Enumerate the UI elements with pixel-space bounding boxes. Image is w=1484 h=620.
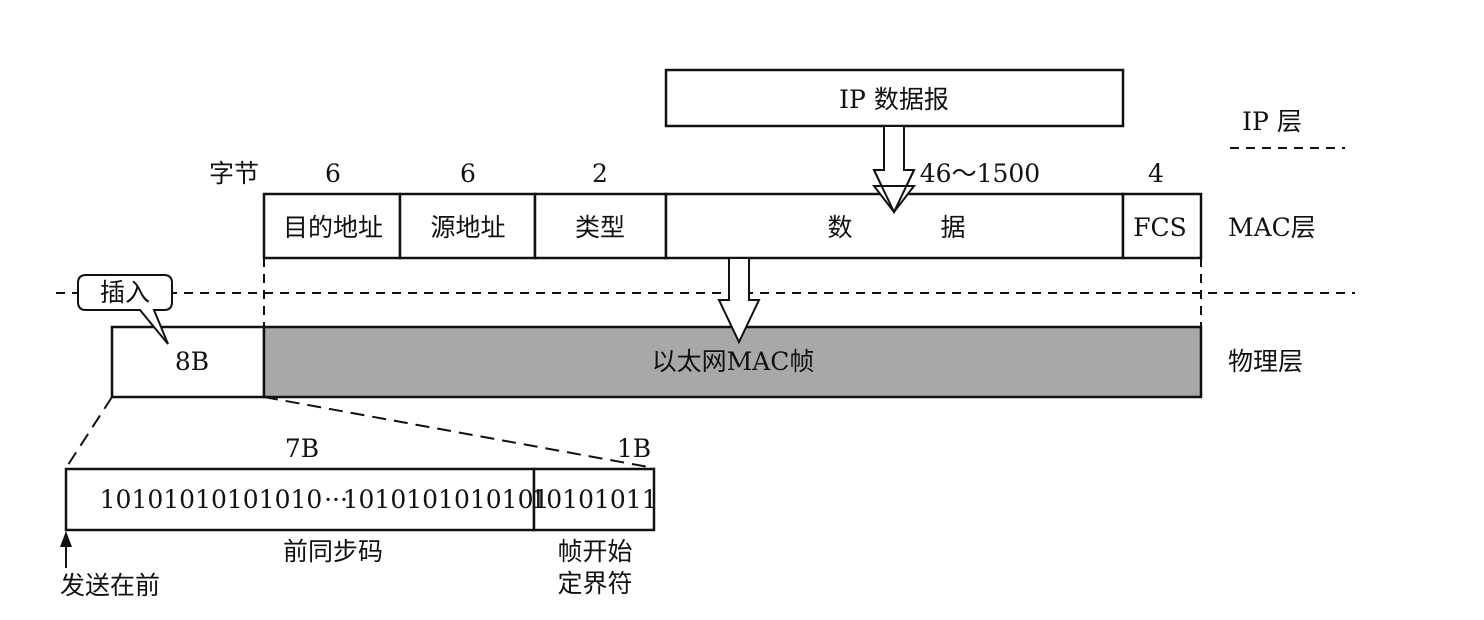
preamble-size: 8B [175,347,209,376]
dest-addr-label: 目的地址 [283,213,383,242]
sfd-box [532,467,656,532]
sfd-bits: 10101011 [530,485,657,514]
send-first-label: 发送在前 [60,571,160,600]
mac-to-physical-arrow [717,257,761,345]
mac-layer-label: MAC层 [1228,213,1316,242]
type-field [533,192,668,260]
src-addr-field [398,192,537,260]
sync-size: 7B [285,434,319,463]
sync-ellipsis: ··· [324,485,348,514]
ip-datagram-label: IP 数据报 [839,85,949,114]
mac-frame-fields [262,192,1203,260]
mac-frame-body [262,325,1203,399]
ip-layer-label: IP 层 [1242,107,1302,136]
ip-arrow-tip [873,169,915,215]
sync-bits-right: 1010101010101 [343,485,550,514]
sfd-label-line1: 帧开始 [557,537,632,566]
data-bytes: 46～1500 [920,159,1040,188]
dest-addr-field [262,192,402,260]
zoom-line-left [65,396,113,469]
data-label-right: 据 [940,213,965,242]
dest-addr-bytes: 6 [325,159,341,188]
zoom-line-right [263,396,655,469]
src-addr-label: 源地址 [430,213,505,242]
type-bytes: 2 [592,159,608,188]
data-label-left: 数 [827,213,852,242]
type-label: 类型 [575,213,625,242]
sfd-label-line2: 定界符 [557,569,632,598]
byte-row-label: 字节 [209,159,259,188]
sync-code-label: 前同步码 [283,537,383,566]
insert-callout [77,274,173,345]
preamble-box [110,325,266,399]
send-first-arrow-head [60,531,72,547]
src-addr-bytes: 6 [460,159,476,188]
fcs-bytes: 4 [1148,159,1164,188]
fcs-label: FCS [1133,213,1187,242]
sfd-size: 1B [617,434,651,463]
fcs-field [1121,192,1203,260]
physical-layer-label: 物理层 [1228,347,1303,376]
ip-datagram-box [664,68,1125,128]
sync-bits-left: 10101010101010 [100,485,323,514]
insert-callout-label: 插入 [100,278,150,307]
mac-frame-label: 以太网MAC帧 [652,347,815,376]
